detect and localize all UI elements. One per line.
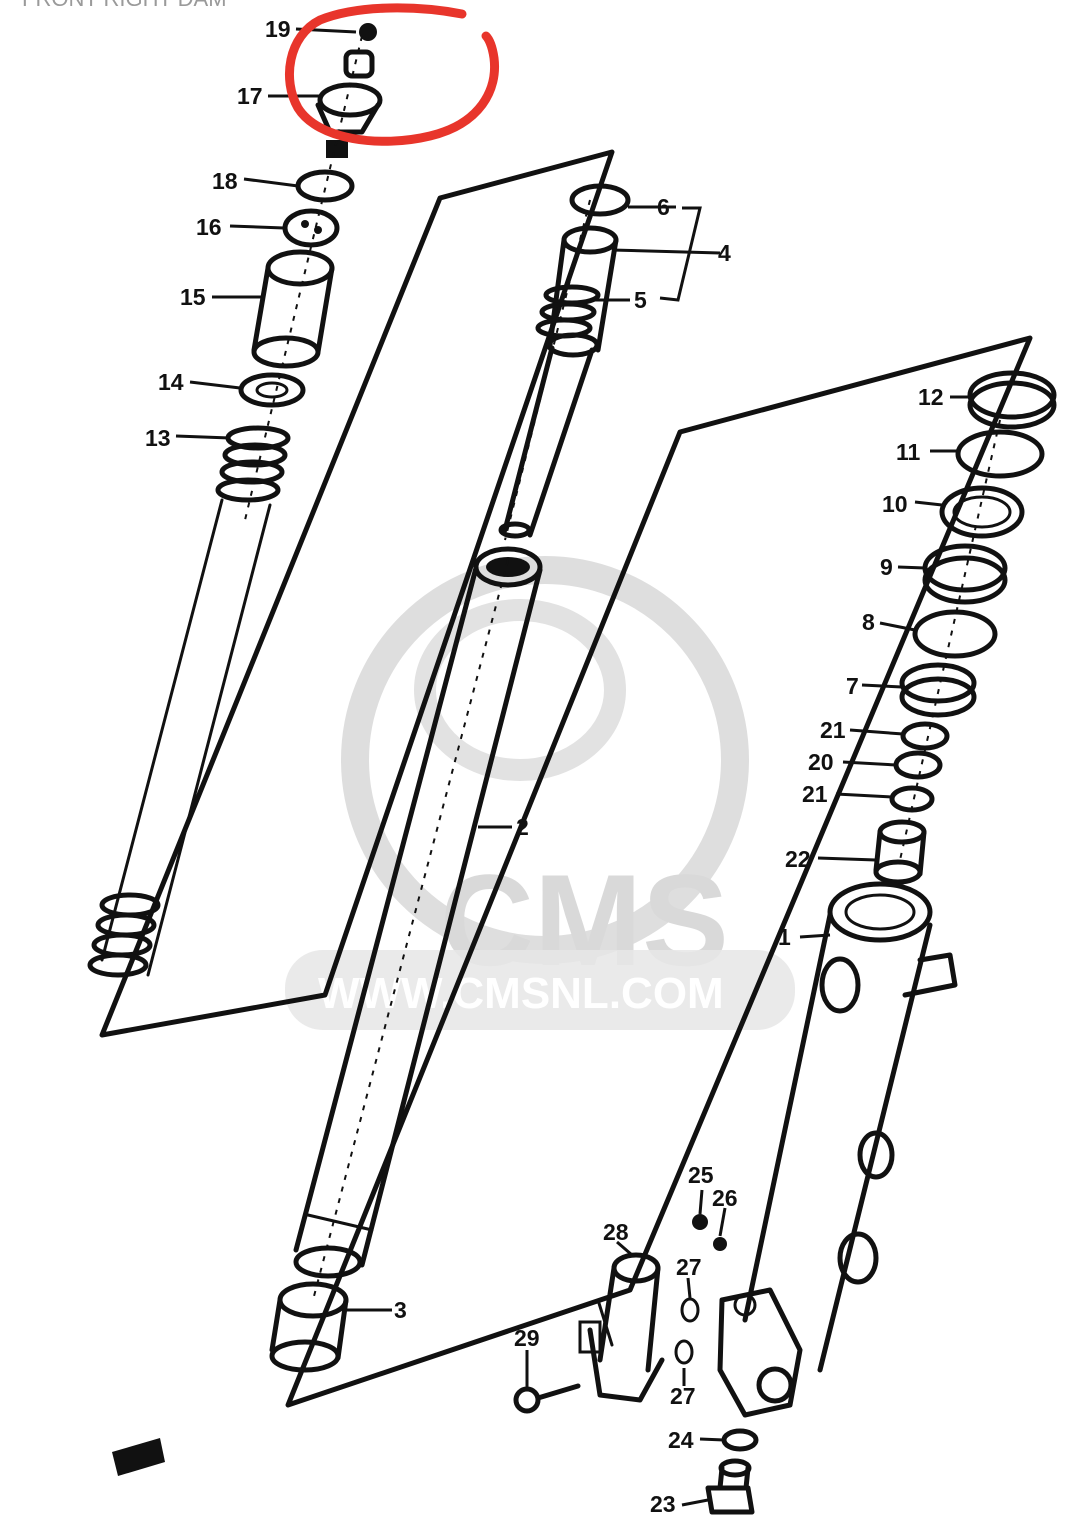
part-29-bolt <box>513 1383 581 1414</box>
label-23: 23 <box>650 1491 676 1517</box>
front-direction-arrow-icon <box>112 1438 165 1476</box>
part-1-outer-tube <box>717 881 958 1418</box>
label-6: 6 <box>657 194 670 220</box>
label-21-lower: 21 <box>802 781 828 807</box>
label-4: 4 <box>718 240 731 266</box>
part-14-spring-seat <box>238 372 306 408</box>
part-5-rebound-spring <box>535 284 601 339</box>
label-27-upper: 27 <box>676 1254 702 1280</box>
part-28-anti-dive-unit <box>578 1252 665 1403</box>
part-18-washer <box>295 169 355 203</box>
part-21-oring-upper <box>900 721 950 751</box>
label-14: 14 <box>158 369 184 395</box>
part-23-drain-bolt <box>705 1458 755 1515</box>
label-25: 25 <box>688 1162 714 1188</box>
part-15-spacer-tube <box>251 249 335 369</box>
part-13-fork-spring <box>87 425 291 978</box>
label-12: 12 <box>918 384 944 410</box>
leader-lines <box>175 27 972 1507</box>
part-10-oil-seal <box>939 485 1025 539</box>
part-24-gasket <box>721 1428 759 1452</box>
part-27-oring-b <box>674 1339 694 1365</box>
label-26: 26 <box>712 1185 738 1211</box>
label-1: 1 <box>778 924 791 950</box>
label-18: 18 <box>212 168 238 194</box>
watermark-url: WWW.CMSNL.COM <box>318 969 724 1018</box>
cms-watermark: CMS WWW.CMSNL.COM <box>285 556 795 1030</box>
label-10: 10 <box>882 491 908 517</box>
label-11: 11 <box>896 439 921 465</box>
label-19: 19 <box>265 16 291 42</box>
part-20-seat <box>893 750 943 780</box>
red-highlight-circle-annotation <box>284 3 500 146</box>
part-25-screw <box>692 1214 708 1230</box>
label-29: 29 <box>514 1325 540 1351</box>
part-11-circlip <box>955 429 1045 479</box>
label-21-upper: 21 <box>820 717 846 743</box>
part-26-washer <box>713 1237 727 1251</box>
label-2: 2 <box>516 814 529 840</box>
label-28: 28 <box>603 1219 629 1245</box>
label-24: 24 <box>668 1427 694 1453</box>
label-7: 7 <box>846 673 859 699</box>
part-3-slide-bushing <box>269 1281 349 1373</box>
part-8-washer <box>912 609 998 659</box>
part-22-oil-lock-piece <box>873 819 927 885</box>
part-4-damper-rod <box>498 225 619 539</box>
part-12-dust-seal <box>967 370 1057 430</box>
header-title: FRONT RIGHT DAM <box>22 0 227 11</box>
label-8: 8 <box>862 609 875 635</box>
part-27-oring-a <box>680 1297 700 1323</box>
part-7-guide-bushing <box>899 662 977 718</box>
label-5: 5 <box>634 287 647 313</box>
part-6-piston-ring <box>569 183 631 217</box>
label-9: 9 <box>880 554 893 580</box>
inner-tube-group-frame <box>285 335 1033 1408</box>
part-number-labels: 19 17 18 16 15 14 13 6 4 5 2 3 12 11 10 … <box>145 16 944 1517</box>
label-17: 17 <box>237 83 263 109</box>
spring-group-frame <box>99 149 615 1038</box>
part-2-inner-tube <box>293 546 543 1279</box>
label-13: 13 <box>145 425 171 451</box>
label-3: 3 <box>394 1297 407 1323</box>
label-15: 15 <box>180 284 206 310</box>
label-20: 20 <box>808 749 834 775</box>
label-27-lower: 27 <box>670 1383 696 1409</box>
part-19-bolt <box>359 23 377 41</box>
label-22: 22 <box>785 846 811 872</box>
label-16: 16 <box>196 214 222 240</box>
part-16-valve-plate <box>282 208 340 248</box>
part-17-damper-valve <box>315 49 383 158</box>
